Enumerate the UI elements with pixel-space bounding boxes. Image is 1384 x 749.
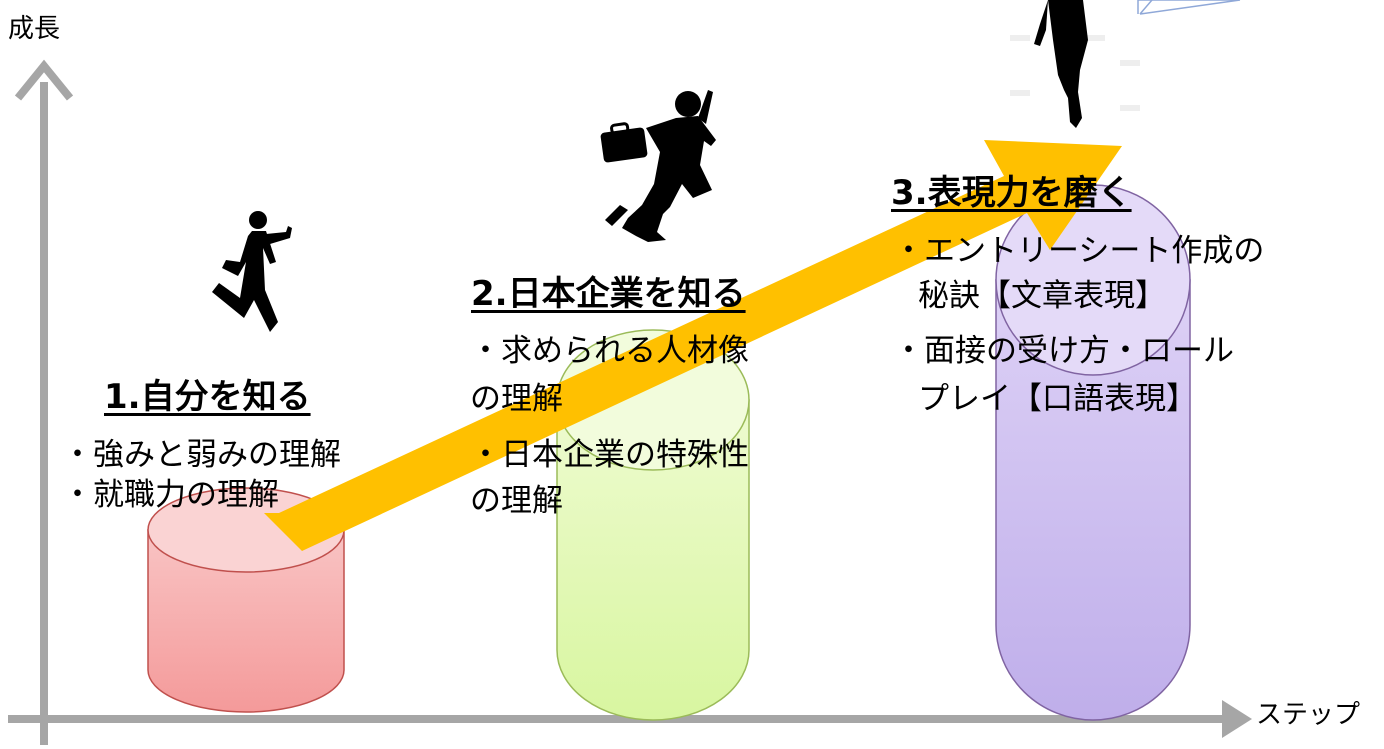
step-2-line-4: の理解 bbox=[470, 483, 563, 519]
step-1-title: 1.自分を知る bbox=[104, 377, 311, 417]
speech-bubble-fragment bbox=[1137, 0, 1239, 14]
x-axis-label: ステップ bbox=[1256, 700, 1361, 730]
step-1-line-1: ・強みと弱みの理解 bbox=[62, 437, 341, 473]
watermark bbox=[1010, 35, 1140, 111]
running-businessman-icon bbox=[212, 211, 292, 332]
step-2-line-2: の理解 bbox=[470, 381, 563, 417]
jumping-businessman-icon bbox=[600, 90, 716, 242]
step-2-title: 2.日本企業を知る bbox=[471, 274, 746, 314]
axes bbox=[8, 59, 1252, 745]
y-axis-label: 成長 bbox=[8, 14, 61, 44]
step-3-title: 3.表現力を磨く bbox=[891, 173, 1132, 213]
standing-businessman-icon bbox=[1034, 0, 1088, 128]
step-1-line-2: ・就職力の理解 bbox=[62, 477, 279, 513]
step-3-line-2: 秘訣【文章表現】 bbox=[918, 278, 1166, 314]
step-2-line-1: ・求められる人材像 bbox=[470, 333, 749, 369]
growth-arrow bbox=[264, 140, 1122, 551]
cylinder-step-1 bbox=[147, 487, 345, 713]
cylinder-step-3 bbox=[995, 184, 1191, 721]
y-axis-arrowhead bbox=[14, 59, 74, 101]
step-3-line-4: プレイ【口語表現】 bbox=[918, 381, 1197, 417]
speech-bubble-edge bbox=[1139, 0, 1241, 15]
x-axis-arrowhead bbox=[1222, 700, 1252, 738]
step-3-line-3: ・面接の受け方・ロール bbox=[893, 333, 1234, 369]
step-3-line-1: ・エントリーシート作成の bbox=[893, 233, 1265, 269]
step-2-line-3: ・日本企業の特殊性 bbox=[470, 437, 749, 473]
